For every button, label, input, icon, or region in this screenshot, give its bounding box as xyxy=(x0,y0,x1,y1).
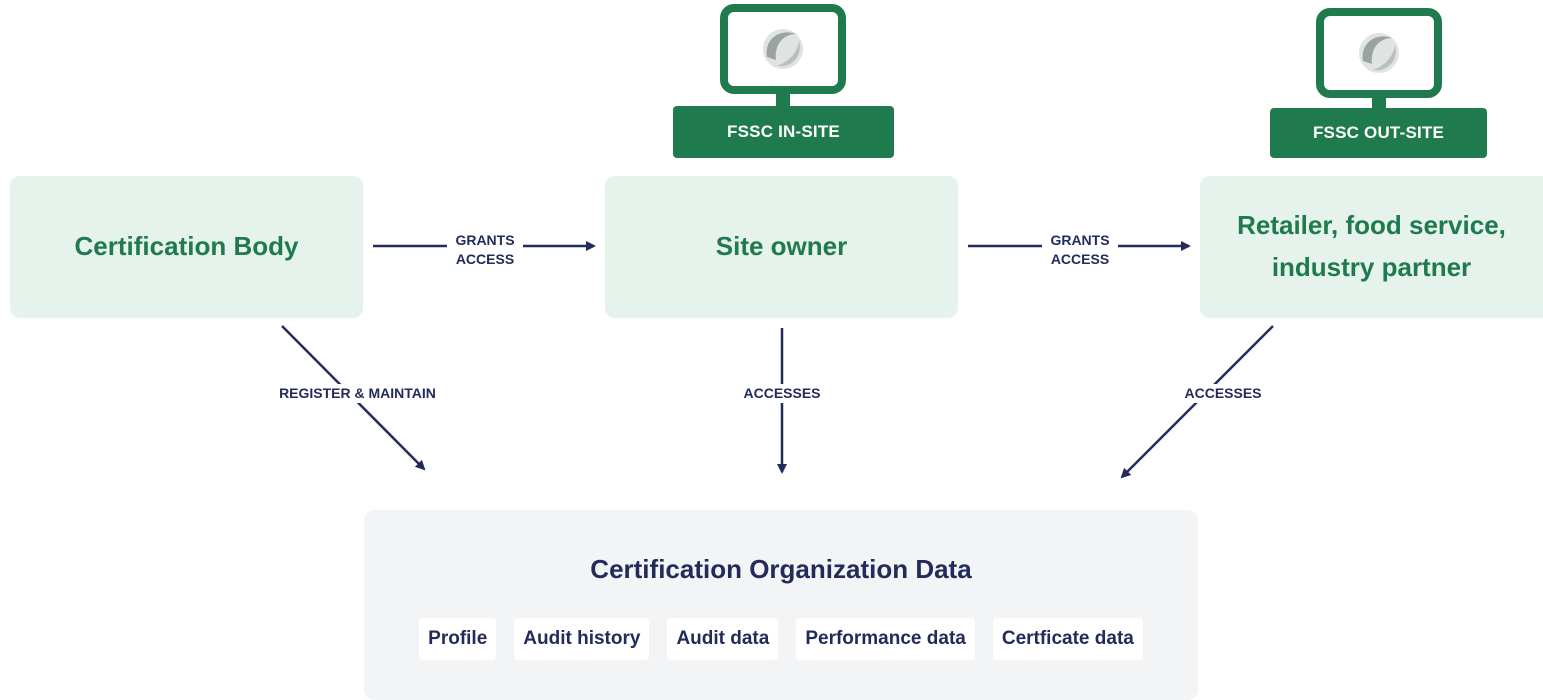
out-site-computer-icon xyxy=(1316,8,1446,110)
in-site-computer-icon xyxy=(720,4,850,106)
certification-body-box: Certification Body xyxy=(10,176,363,318)
in-site-badge: FSSC IN-SITE xyxy=(673,106,894,158)
data-item-performance-data: Performance data xyxy=(796,618,975,660)
certification-body-label: Certification Body xyxy=(74,231,299,262)
register-maintain-label: REGISTER & MAINTAIN xyxy=(262,384,453,403)
data-item-audit-data: Audit data xyxy=(667,618,779,660)
data-item-audit-history: Audit history xyxy=(514,618,650,660)
retailer-box: Retailer, food service, industry partner xyxy=(1200,176,1543,318)
grants-access-label-2: GRANTS ACCESS xyxy=(1042,231,1118,269)
data-item-profile: Profile xyxy=(419,618,497,660)
certification-organization-data-panel: Certification Organization Data Profile … xyxy=(364,510,1198,700)
accesses-label-retailer: ACCESSES xyxy=(1178,384,1268,403)
retailer-label: Retailer, food service, industry partner xyxy=(1237,210,1506,282)
site-owner-label: Site owner xyxy=(715,231,848,262)
accesses-label-owner: ACCESSES xyxy=(737,384,827,403)
data-item-certificate-data: Certficate data xyxy=(992,618,1143,660)
grants-access-label-1: GRANTS ACCESS xyxy=(447,231,523,269)
site-owner-box: Site owner xyxy=(605,176,958,318)
out-site-badge: FSSC OUT-SITE xyxy=(1270,108,1487,158)
data-items-row: Profile Audit history Audit data Perform… xyxy=(364,618,1198,660)
panel-title: Certification Organization Data xyxy=(590,554,972,584)
